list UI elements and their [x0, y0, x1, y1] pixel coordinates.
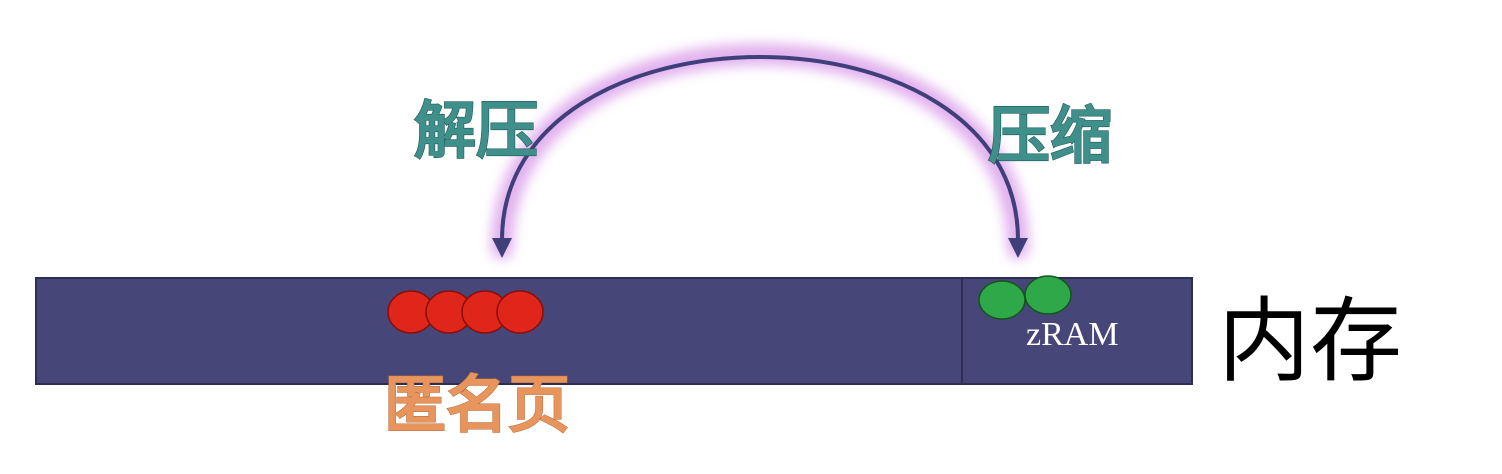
zram-page-circles	[978, 275, 1072, 320]
anonymous-page-circles	[387, 290, 544, 334]
arrowhead-to-anonymous-pages-icon	[492, 238, 512, 258]
zram-page-circle	[978, 280, 1026, 320]
memory-label: 内存	[1218, 288, 1402, 395]
zram-label: zRAM	[1026, 316, 1119, 353]
arrowhead-to-zram-icon	[1008, 238, 1028, 258]
decompress-label: 解压	[414, 94, 538, 167]
transfer-arc-glow	[491, 43, 1029, 259]
anonymous-pages-label: 匿名页	[384, 368, 570, 441]
transfer-arc	[500, 55, 1020, 241]
anonymous-page-circle	[496, 290, 544, 334]
compress-label: 压缩	[988, 99, 1112, 172]
zram-page-circle	[1024, 275, 1072, 315]
